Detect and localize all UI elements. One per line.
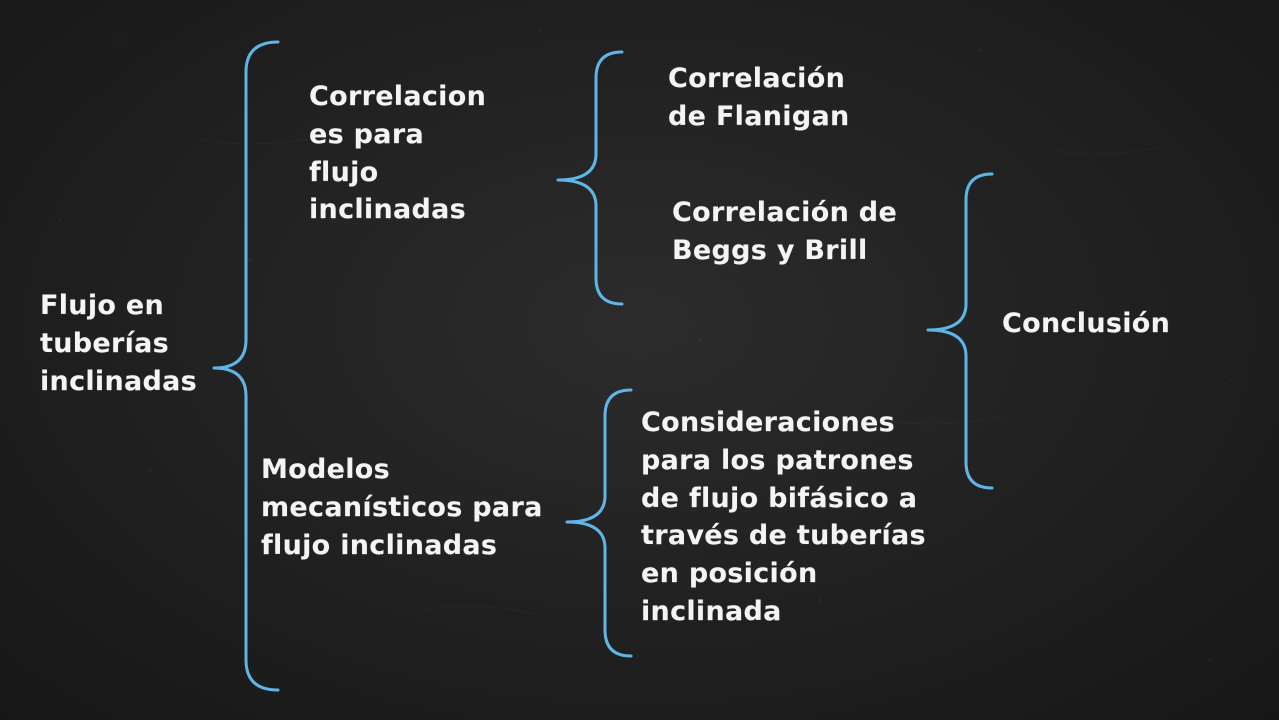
correlaciones-brace bbox=[556, 50, 624, 306]
conclusion-brace bbox=[926, 172, 994, 490]
branch-modelos-label: Modelos mecanísticos para flujo inclinad… bbox=[261, 454, 543, 561]
beggs-brill-label: Correlación de Beggs y Brill bbox=[672, 197, 898, 266]
flanigan-label: Correlación de Flanigan bbox=[668, 63, 850, 132]
consideraciones-label: Consideraciones para los patrones de flu… bbox=[641, 407, 926, 627]
modelos-brace bbox=[565, 388, 633, 658]
conclusion-label: Conclusión bbox=[1002, 308, 1171, 339]
branch-correlaciones-label: Correlacion es para flujo inclinadas bbox=[309, 81, 487, 226]
main-brace bbox=[212, 40, 280, 692]
root-label: Flujo en tuberías inclinadas bbox=[40, 290, 198, 397]
